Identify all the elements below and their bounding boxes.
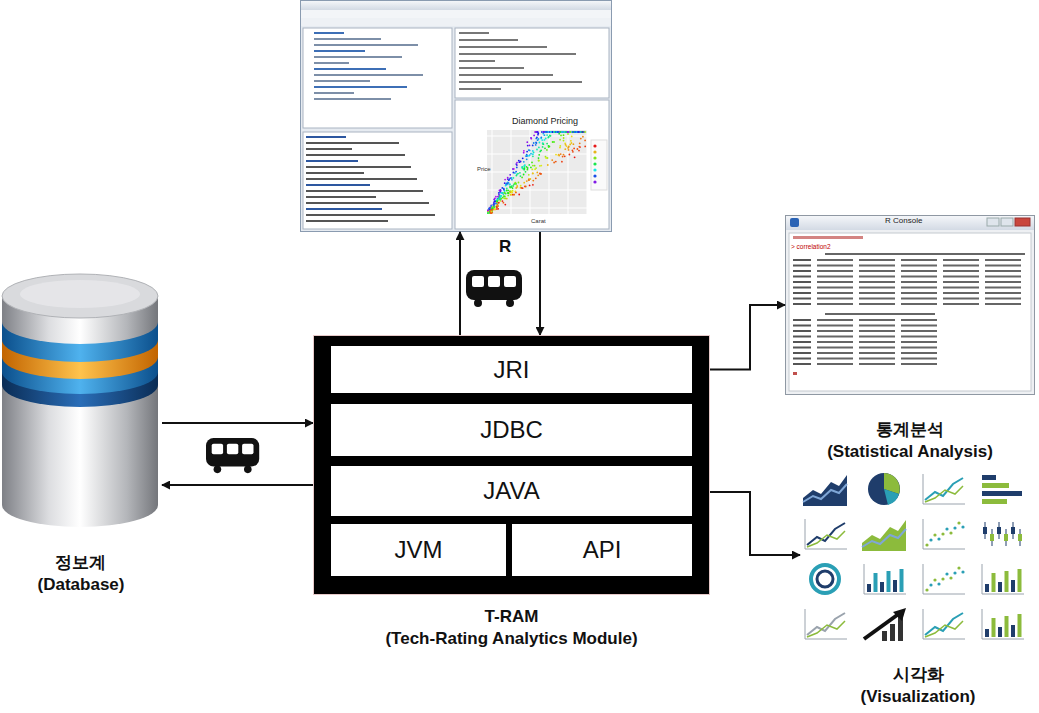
layer-band: JVM: [331, 524, 506, 576]
connector-arrow: [162, 484, 313, 486]
visualization-node: 시각화 (Visualization): [800, 468, 1036, 648]
connector-arrow: [459, 232, 461, 335]
layer-band: API: [512, 524, 692, 576]
layer-label: JDBC: [480, 416, 543, 444]
layer-label: JAVA: [483, 477, 539, 505]
connector-arrow: [539, 232, 541, 335]
module-box: T-RAM (Tech-Rating Analytics Module)JRIJ…: [313, 335, 710, 595]
screenshot-node: Diamond Pricing: [300, 0, 612, 232]
train-icon: [206, 438, 259, 473]
layer-label: JRI: [494, 356, 530, 384]
layer-band: JAVA: [331, 466, 692, 516]
layer-band: JDBC: [331, 404, 692, 456]
node-heading: 통계분석 (Statistical Analysis): [827, 419, 993, 463]
layer-label: API: [583, 536, 622, 564]
node-heading: 정보계 (Database): [38, 552, 125, 596]
axis-label: Price: [477, 166, 491, 173]
node-heading: T-RAM (Tech-Rating Analytics Module): [385, 606, 637, 650]
connector-arrow: [710, 492, 800, 555]
edge-label: R: [497, 238, 513, 257]
train-icon: [466, 270, 522, 307]
axis-label: Carat: [531, 218, 546, 225]
database-node: 정보계 (Database): [0, 272, 162, 530]
window-title: R Console: [885, 217, 922, 226]
console-node: 통계분석 (Statistical Analysis): [785, 215, 1035, 395]
connector-arrow: [162, 422, 313, 424]
chart-icons: [803, 473, 1024, 641]
plot-title: Diamond Pricing: [495, 116, 595, 126]
console-command: > correlation2: [791, 243, 831, 250]
node-heading: 시각화 (Visualization): [861, 664, 976, 708]
layer-band: JRI: [331, 346, 692, 393]
r-console-screenshot: [786, 216, 1035, 395]
database-cylinder: [2, 274, 158, 527]
layer-label: JVM: [395, 536, 443, 564]
rstudio-screenshot: [301, 1, 612, 232]
